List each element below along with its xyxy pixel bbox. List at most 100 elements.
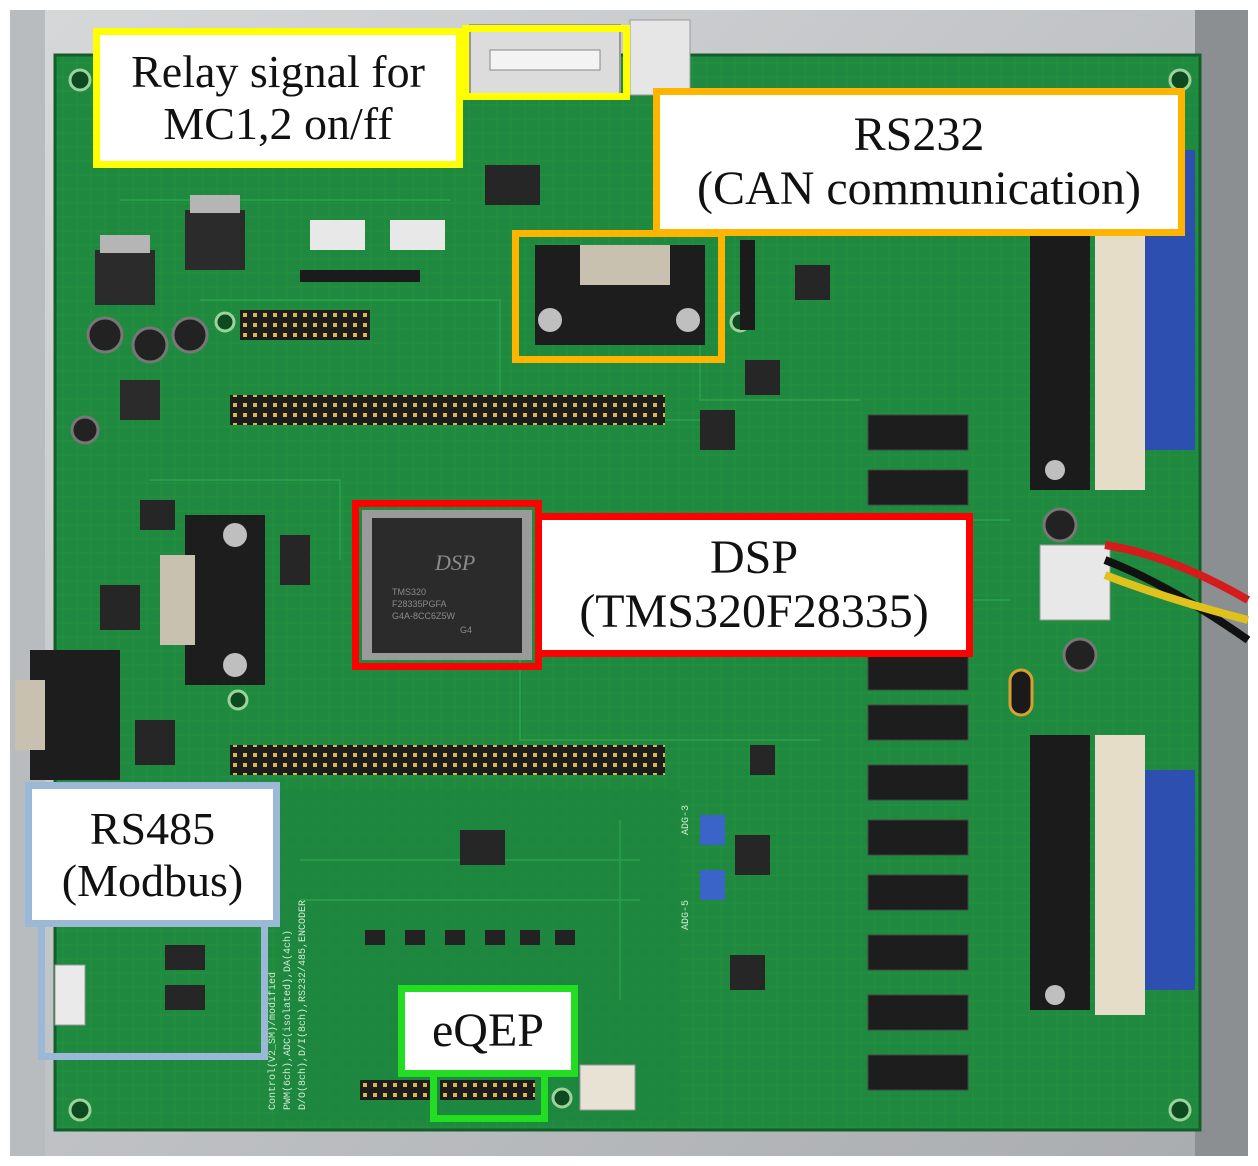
relay xyxy=(867,1054,969,1091)
db9-side-shell xyxy=(15,680,45,750)
dsp-chip-mark: TMS320 xyxy=(392,587,426,597)
regulator xyxy=(95,250,155,305)
optocoupler xyxy=(405,930,425,945)
small-ics xyxy=(100,165,830,1010)
db9-screw xyxy=(538,308,562,332)
relay xyxy=(867,414,969,451)
ic xyxy=(795,265,830,300)
capacitor xyxy=(86,316,124,354)
relay xyxy=(867,764,969,801)
mounting-hole xyxy=(227,689,249,711)
relay-connector-highlight xyxy=(462,25,630,100)
db25-shell xyxy=(1095,225,1145,490)
ic xyxy=(745,360,780,395)
relay xyxy=(867,704,969,741)
ic xyxy=(485,165,540,205)
rs485-region-highlight xyxy=(38,920,268,1060)
rs232-label: RS232 (CAN communication) xyxy=(653,88,1185,236)
ic xyxy=(165,945,205,970)
power-connector xyxy=(579,1064,636,1111)
rs485-connector xyxy=(54,964,86,1026)
rs232-label-line1: RS232 xyxy=(853,108,985,162)
mounting-hole xyxy=(68,1098,92,1122)
relay-column xyxy=(867,414,969,1091)
db25-screw xyxy=(1045,460,1065,480)
db25-body xyxy=(1030,735,1090,1010)
regulator-tab xyxy=(190,195,240,213)
capacitor xyxy=(1062,637,1098,673)
relay-connector-pins xyxy=(489,49,601,71)
silkscreen-line: ADG-5 xyxy=(681,900,692,930)
dsp-chip-body xyxy=(372,518,522,653)
db25-clip xyxy=(1145,770,1195,990)
bottom-header xyxy=(360,1080,430,1100)
dsp-chip-mark: G4A-8CC6Z5W xyxy=(392,611,456,621)
white-component xyxy=(390,220,445,250)
mounting-hole xyxy=(551,1087,573,1109)
top-white-connector xyxy=(629,19,691,96)
pin-header xyxy=(740,240,755,330)
capacitor xyxy=(131,326,169,364)
white-component xyxy=(310,220,365,250)
wire-black xyxy=(1103,556,1251,644)
dsp-chip-mark: G4 xyxy=(460,625,472,635)
optocoupler xyxy=(445,930,465,945)
mounting-hole xyxy=(214,311,236,333)
power-terminal xyxy=(1039,544,1111,621)
eqep-header xyxy=(440,1080,535,1100)
db9-screw xyxy=(223,653,247,677)
relay-signal-label: Relay signal for MC1,2 on/ff xyxy=(93,28,463,168)
rs485-label: RS485 (Modbus) xyxy=(25,782,280,927)
relay xyxy=(867,874,969,911)
capacitors xyxy=(70,316,1098,673)
dsp-chip-logo: DSP xyxy=(434,550,475,575)
mounting-hole xyxy=(1168,1098,1192,1122)
ic xyxy=(165,985,205,1010)
capacitor xyxy=(70,415,100,445)
relay xyxy=(867,994,969,1031)
dsp-label: DSP (TMS320F28335) xyxy=(535,513,973,657)
pin-header xyxy=(240,310,370,340)
dsp-label-line2: (TMS320F28335) xyxy=(579,585,929,638)
ic xyxy=(700,410,735,450)
eqep-label-line1: eQEP xyxy=(432,1004,544,1058)
relay xyxy=(867,934,969,971)
ic xyxy=(735,835,770,875)
oval-slot xyxy=(1008,668,1034,717)
regulator xyxy=(185,210,245,270)
db25-shell xyxy=(1095,735,1145,1015)
rs232-label-line2: (CAN communication) xyxy=(697,162,1141,215)
relay xyxy=(867,469,969,506)
pin-header xyxy=(300,270,420,282)
db9-screw xyxy=(676,308,700,332)
optocoupler xyxy=(365,930,385,945)
ic xyxy=(460,830,505,865)
wire-red xyxy=(1104,541,1250,604)
expansion-header-bottom xyxy=(230,745,665,775)
relay xyxy=(867,654,969,691)
relay xyxy=(867,819,969,856)
ic xyxy=(280,535,310,585)
optocoupler xyxy=(520,930,540,945)
rs485-label-line1: RS485 xyxy=(89,802,216,854)
ic xyxy=(135,720,175,765)
capacitor xyxy=(171,316,209,354)
optocoupler xyxy=(555,930,575,945)
regulator-tab xyxy=(100,235,150,253)
db9-left xyxy=(160,515,265,685)
wire-yellow xyxy=(1103,571,1249,624)
silkscreen-text: Control(V2_SM)/modified PWM(6ch),ADC(iso… xyxy=(267,805,692,1110)
mounting-hole xyxy=(68,68,92,92)
db9-shell xyxy=(580,245,670,285)
capacitor xyxy=(1042,507,1078,543)
silkscreen-line: D/O(8ch),D/I(8ch),RS232/485,ENCODER xyxy=(297,900,309,1110)
dsp-chip-highlight xyxy=(352,500,542,670)
silkscreen-line: Control(V2_SM)/modified xyxy=(267,972,279,1110)
db9-screw xyxy=(223,523,247,547)
relay-signal-label-line1: Relay signal for xyxy=(131,46,425,98)
ic xyxy=(140,500,175,530)
silkscreen-line: PWM(6ch),ADC(isolated),DA(4ch) xyxy=(282,930,294,1110)
db25-top xyxy=(1030,150,1195,490)
regulator xyxy=(120,380,160,420)
db25-bottom xyxy=(1030,735,1195,1015)
